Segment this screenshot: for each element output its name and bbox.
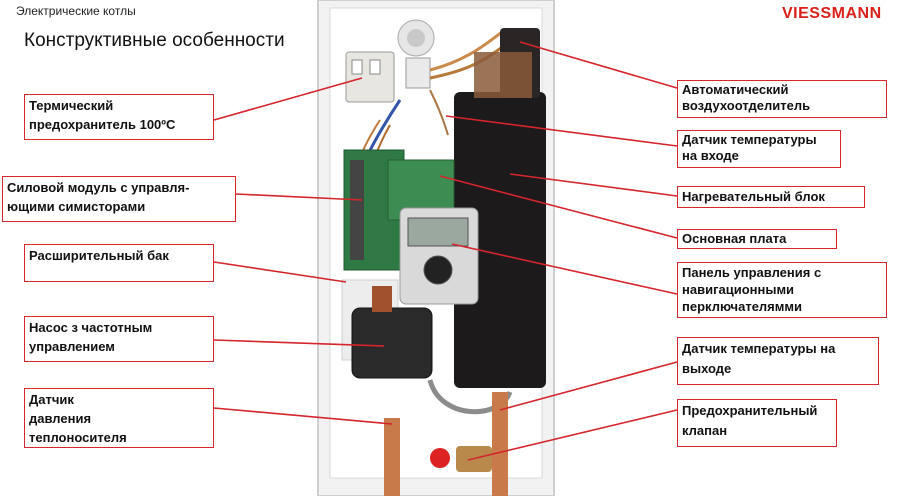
page-title: Конструктивные особенности xyxy=(24,30,285,51)
leader-auto-air-vent xyxy=(519,41,678,89)
leader-outlet-temp xyxy=(499,361,678,411)
leader-expansion-tank xyxy=(213,261,347,283)
leader-safety-valve xyxy=(467,409,678,461)
navigation-knob xyxy=(423,255,453,285)
pump-body xyxy=(351,307,433,379)
label-expansion-tank: Расширительный бак xyxy=(24,244,214,282)
mains-terminal xyxy=(405,57,431,89)
label-pressure-sensor: Датчик давления теплоносителя xyxy=(24,388,214,448)
pressure-sensor-pipe xyxy=(384,418,400,496)
label-safety-valve: Предохранительный клапан xyxy=(677,399,837,447)
category-caption: Электрические котлы xyxy=(16,4,136,18)
leader-control-panel xyxy=(451,243,678,295)
label-outlet-temp-sensor: Датчик температуры на выходе xyxy=(677,337,879,385)
label-control-panel: Панель управления с навигационными перкл… xyxy=(677,262,887,318)
label-thermal-fuse: Термический предохранитель 100ºC xyxy=(24,94,214,140)
leader-pump xyxy=(213,339,385,347)
leader-pressure-sensor xyxy=(213,407,393,425)
heating-block-cylinder xyxy=(454,92,546,388)
label-auto-air-vent: Автоматический воздухоотделитель xyxy=(677,80,887,118)
label-inlet-temp-sensor: Датчик температуры на входе xyxy=(677,130,841,168)
leader-inlet-temp xyxy=(445,115,678,147)
leader-thermal-fuse xyxy=(213,77,363,121)
safety-valve-cap xyxy=(430,448,450,468)
outlet-pipe xyxy=(492,392,508,496)
label-main-board: Основная плата xyxy=(677,229,837,249)
leader-main-board xyxy=(439,175,678,239)
label-heating-block: Нагревательный блок xyxy=(677,186,865,208)
leader-power-module xyxy=(235,193,363,201)
leader-lines xyxy=(213,41,678,461)
viessmann-logo: VIESSMANN xyxy=(782,5,882,22)
label-power-module: Силовой модуль с управля- ющими симистор… xyxy=(2,176,236,222)
leader-heating-block xyxy=(509,173,678,197)
label-pump: Насос з частотным управлением xyxy=(24,316,214,362)
